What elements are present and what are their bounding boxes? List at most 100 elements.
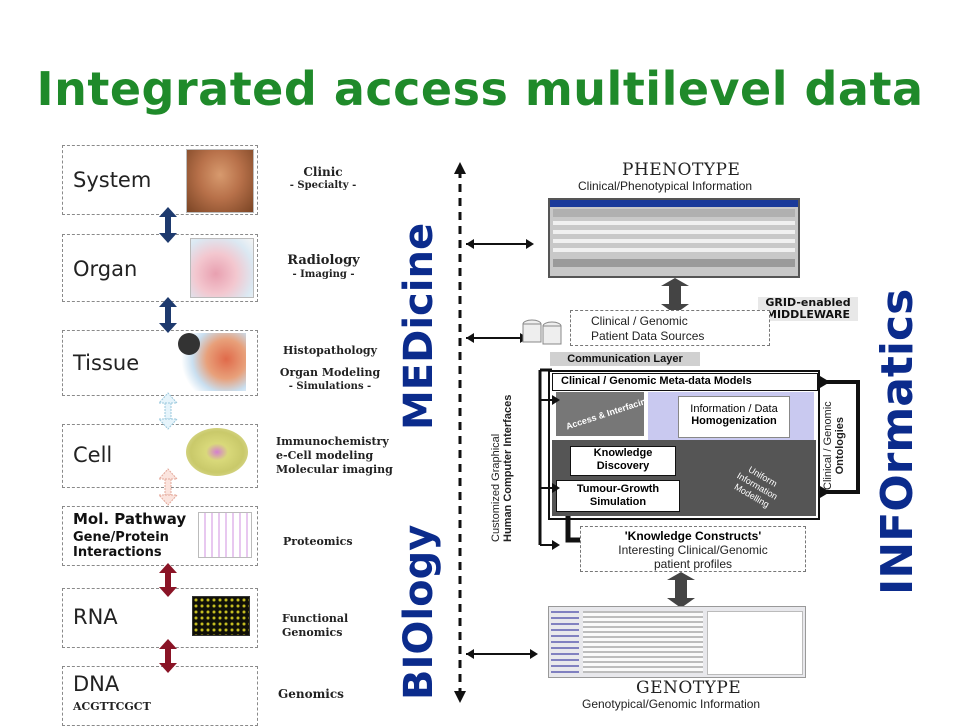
- geno-table: [583, 611, 703, 673]
- arrow-rna-dna: [159, 639, 177, 673]
- grid-line-2: MIDDLEWARE: [766, 308, 850, 321]
- geno-sidebar: [551, 611, 579, 673]
- system-image: [186, 149, 254, 213]
- cell-image: [186, 428, 248, 476]
- ontologies-bracket: [820, 376, 860, 498]
- annotation-genomics: Genomics: [278, 687, 344, 701]
- phenotype-subtitle: Clinical/Phenotypical Information: [578, 179, 753, 193]
- hci-line-2: Human Computer Interfaces: [502, 394, 514, 542]
- annotation-radiology: Radiology - Imaging -: [276, 254, 371, 282]
- page-title: Integrated access multilevel data: [36, 62, 924, 116]
- tumour-growth-box: Tumour-Growth Simulation: [556, 480, 680, 512]
- pathway-image: [198, 512, 252, 558]
- ontologies-line-1: Clinical / Genomic: [822, 401, 834, 490]
- level-label: Organ: [73, 257, 138, 281]
- data-sources-box: Clinical / Genomic Patient Data Sources: [570, 310, 770, 346]
- level-sublabel: Gene/Protein: [73, 530, 169, 545]
- annotation-title: Molecular imaging: [276, 463, 393, 476]
- arrow-tissue-cell: [157, 392, 179, 430]
- annotation-title: Genomics: [282, 626, 343, 639]
- window-statusbar: [553, 259, 795, 267]
- tissue-lens-icon: [178, 333, 200, 355]
- kd-line-1: Knowledge: [593, 447, 653, 459]
- annotation-title: Functional: [282, 612, 349, 625]
- window-toolbar: [553, 209, 795, 217]
- genotype-window: [548, 606, 806, 678]
- axis-medicine-label: MEDicine: [396, 222, 442, 430]
- knowledge-constructs-box: 'Knowledge Constructs' Interesting Clini…: [580, 526, 806, 572]
- genotype-subtitle: Genotypical/Genomic Information: [582, 697, 761, 711]
- level-label: Tissue: [73, 351, 140, 375]
- meta-models-label: Clinical / Genomic Meta-data Models: [561, 375, 752, 387]
- sources-line-1: Clinical / Genomic: [591, 314, 688, 328]
- annotation-sub: - Imaging -: [292, 269, 355, 280]
- hci-arrows: [538, 368, 560, 550]
- annotation-title: Organ Modeling: [279, 366, 381, 379]
- hci-label: Customized Graphical Human Computer Inte…: [490, 395, 514, 542]
- genotype-title: GENOTYPE: [636, 678, 742, 698]
- knowledge-discovery-box: Knowledge Discovery: [570, 446, 676, 476]
- annotation-functional: Functional Genomics: [282, 612, 348, 640]
- level-arrows: [157, 207, 179, 673]
- meta-models-bar: Clinical / Genomic Meta-data Models: [552, 373, 818, 391]
- tgs-line-1: Tumour-Growth: [576, 483, 660, 495]
- annotation-clinic: Clinic - Specialty -: [278, 165, 368, 193]
- axis-arrow-phenotype: [466, 239, 534, 249]
- organ-image: [190, 238, 254, 298]
- level-sublabel: Interactions: [73, 545, 162, 560]
- annotation-sub: - Simulations -: [288, 381, 372, 392]
- access-box: Access & Interfacing: [556, 392, 652, 436]
- arrow-pathway-rna: [159, 563, 177, 597]
- level-label: DNA: [73, 672, 120, 696]
- communication-layer-bar: Communication Layer: [550, 352, 700, 366]
- sources-line-2: Patient Data Sources: [591, 329, 705, 343]
- axis-arrow-genotype: [466, 649, 538, 659]
- homog-line-2: Homogenization: [691, 415, 777, 427]
- kc-line-1: 'Knowledge Constructs': [624, 529, 762, 543]
- database-icon: [522, 319, 562, 345]
- arrow-phenotype-sources: [661, 278, 689, 314]
- axis-informatics-label: INFOrmatics: [872, 288, 923, 595]
- level-label: Mol. Pathway: [73, 510, 187, 528]
- level-label: RNA: [73, 605, 118, 629]
- geno-panel: [707, 611, 803, 675]
- level-sublabel: ACGTTCGCT: [73, 700, 151, 713]
- kc-line-3: patient profiles: [653, 557, 733, 571]
- level-label: Cell: [73, 443, 113, 467]
- vertical-axis: [454, 162, 538, 703]
- annotation-title: Immunochemistry: [276, 435, 389, 448]
- level-dna: DNA ACGTTCGCT: [62, 666, 258, 726]
- annotation-proteomics: Proteomics: [283, 535, 353, 548]
- annotation-title: Clinic: [303, 165, 343, 179]
- window-form: [553, 219, 795, 257]
- homog-inner: Information / Data Homogenization: [678, 396, 790, 438]
- kd-line-2: Discovery: [596, 460, 650, 472]
- annotation-title: Histopathology: [282, 344, 377, 357]
- access-label: Access & Interfacing: [564, 394, 653, 432]
- annotation-title: e-Cell modeling: [276, 449, 374, 462]
- annotation-cell: Immunochemistry e-Cell modeling Molecula…: [276, 435, 406, 477]
- annotation-title: Radiology: [287, 253, 360, 268]
- ontologies-line-2: Ontologies: [834, 416, 846, 475]
- arrow-organ-tissue: [159, 297, 177, 333]
- axis-biology-label: BIOlogy: [396, 524, 442, 700]
- annotation-sub: - Specialty -: [289, 180, 357, 191]
- homogenization-box: Information / Data Homogenization: [648, 392, 814, 442]
- annotation-histopathology: Histopathology Organ Modeling - Simulati…: [272, 344, 388, 394]
- phenotype-title: PHENOTYPE: [622, 160, 741, 180]
- phenotype-window: [548, 198, 800, 278]
- axis-arrow-sources: [466, 333, 528, 343]
- arrow-constructs-genotype: [667, 572, 695, 608]
- grid-line-1: GRID-enabled: [765, 296, 851, 309]
- window-titlebar: [550, 200, 798, 207]
- kc-line-2: Interesting Clinical/Genomic: [618, 543, 768, 557]
- homog-line-1: Information / Data: [690, 403, 778, 415]
- tgs-line-2: Simulation: [589, 496, 647, 508]
- hci-line-1: Customized Graphical: [490, 433, 502, 542]
- microarray-image: [192, 596, 250, 636]
- level-label: System: [73, 168, 152, 192]
- arrow-system-organ: [159, 207, 177, 243]
- arrow-cell-pathway: [157, 468, 179, 506]
- grid-middleware-label: GRID-enabled MIDDLEWARE: [758, 297, 858, 321]
- ontologies-label: Clinical / Genomic Ontologies: [822, 401, 846, 490]
